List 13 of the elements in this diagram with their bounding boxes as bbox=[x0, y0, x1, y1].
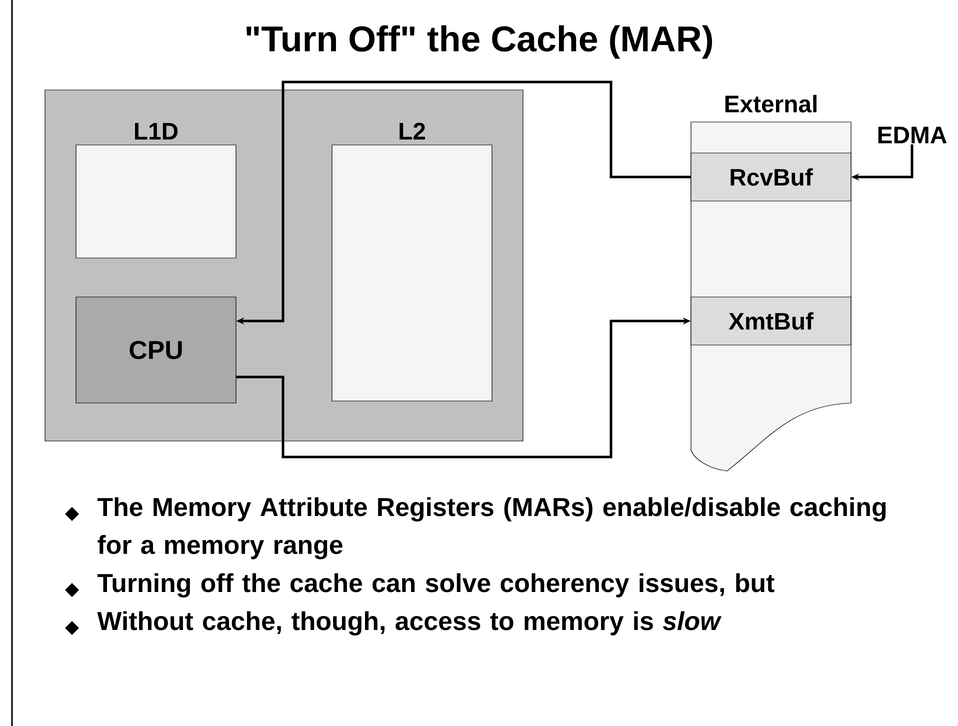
buffer-box: RcvBuf bbox=[690, 152, 852, 202]
cache-box: L2 bbox=[332, 122, 492, 402]
edma-label: EDMA bbox=[878, 126, 947, 144]
node-label: L1D bbox=[135, 123, 178, 140]
cache-box: L1D bbox=[76, 123, 236, 258]
buffer-box: XmtBuf bbox=[690, 296, 852, 346]
bullet-text: The Memory Attribute Registers (MARs) enable/disable caching for a memory range bbox=[98, 497, 886, 560]
bullet-text: Turning off the cache can solve coherency issues, but bbox=[98, 573, 774, 598]
node-label: L2 bbox=[400, 122, 426, 140]
cpu-box: CPU bbox=[76, 296, 236, 404]
node-label: External bbox=[725, 94, 816, 112]
bullet-text: Without cache, though, access to memory is slow bbox=[97, 611, 722, 636]
title: "Turn Off" the Cache (MAR) bbox=[246, 25, 712, 59]
